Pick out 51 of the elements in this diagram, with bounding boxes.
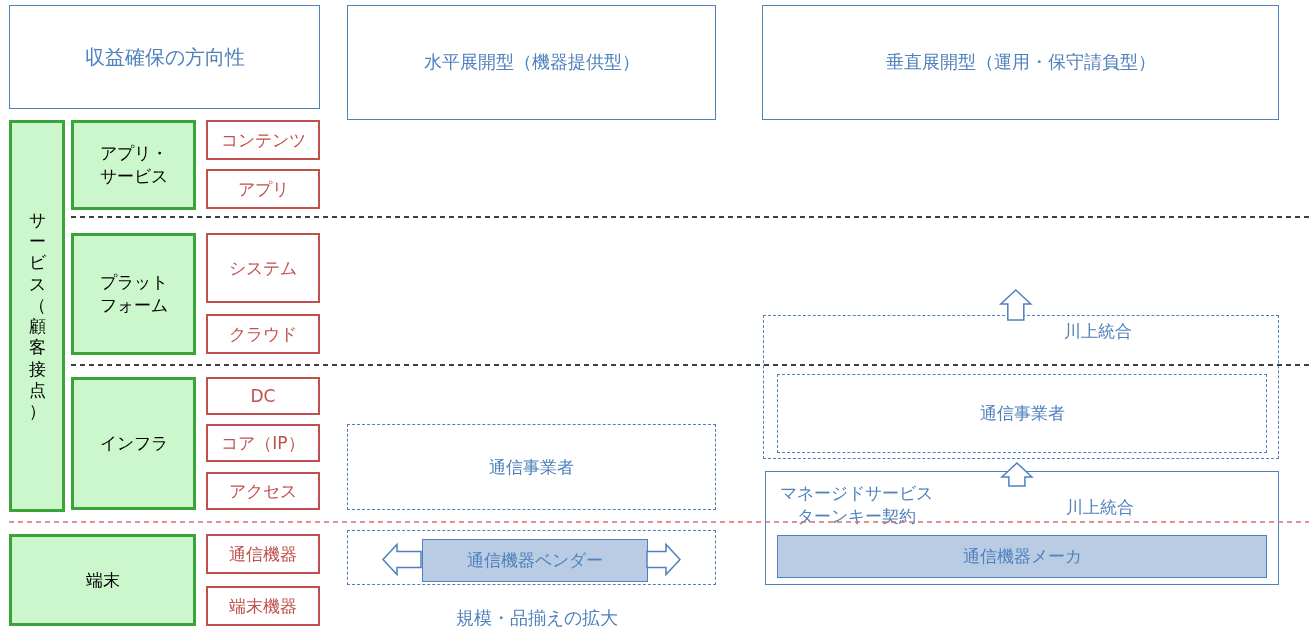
block-arrow (646, 542, 682, 577)
dashed-frame (777, 374, 1267, 453)
filled-box (777, 535, 1267, 578)
heading-box (765, 471, 1279, 585)
item-box (206, 472, 320, 510)
block-arrow (381, 542, 422, 577)
node-text: 垂直展開型（運用・保守請負型） (885, 50, 1156, 75)
node-text: マネージドサービスターンキー契約 (780, 482, 933, 528)
node-text: アクセス (229, 479, 297, 503)
item-box (206, 424, 320, 462)
caption-text: 規模・品揃えの拡大 (456, 606, 618, 629)
node-text: コンテンツ (220, 128, 306, 152)
block-arrow (1000, 461, 1034, 487)
node-text: 川上統合 (1064, 320, 1132, 343)
node-text: 収益確保の方向性 (84, 43, 245, 71)
heading-box (347, 5, 716, 120)
node-text: アプリ (237, 177, 289, 201)
filled-box (422, 539, 648, 582)
node-text: 通信事業者 (979, 402, 1065, 425)
node-text: 通信機器メーカ (962, 545, 1082, 568)
dashed-frame (347, 424, 716, 510)
item-box (206, 586, 320, 626)
heading-box (762, 5, 1279, 120)
item-box (206, 314, 320, 354)
node-text: プラットフォーム (99, 271, 168, 317)
node-text: 端末機器 (229, 594, 297, 618)
node-text: 水平展開型（機器提供型） (423, 50, 640, 75)
node-text: サービス（顧客接点） (27, 209, 47, 423)
heading-box (9, 5, 320, 109)
node-text: 通信事業者 (489, 455, 574, 479)
category-box (71, 377, 196, 510)
category-box (9, 120, 65, 512)
item-box (206, 169, 320, 209)
category-box (9, 534, 196, 626)
node-text: 川上統合 (1066, 496, 1134, 519)
node-text: 通信機器ベンダー (467, 549, 603, 572)
node-text: コア（IP） (221, 431, 305, 455)
node-text: アプリ・サービス (99, 142, 168, 188)
node-text: インフラ (99, 432, 168, 455)
node-text: クラウド (229, 322, 297, 346)
node-text: 端末 (85, 568, 120, 592)
item-box (206, 120, 320, 160)
node-text: DC (250, 384, 276, 408)
item-box (206, 233, 320, 303)
category-box (71, 233, 196, 355)
category-box (71, 120, 196, 210)
node-text: 通信機器 (229, 542, 297, 566)
block-arrow (998, 288, 1033, 321)
node-text: システム (229, 256, 297, 280)
item-box (206, 534, 320, 574)
item-box (206, 377, 320, 415)
